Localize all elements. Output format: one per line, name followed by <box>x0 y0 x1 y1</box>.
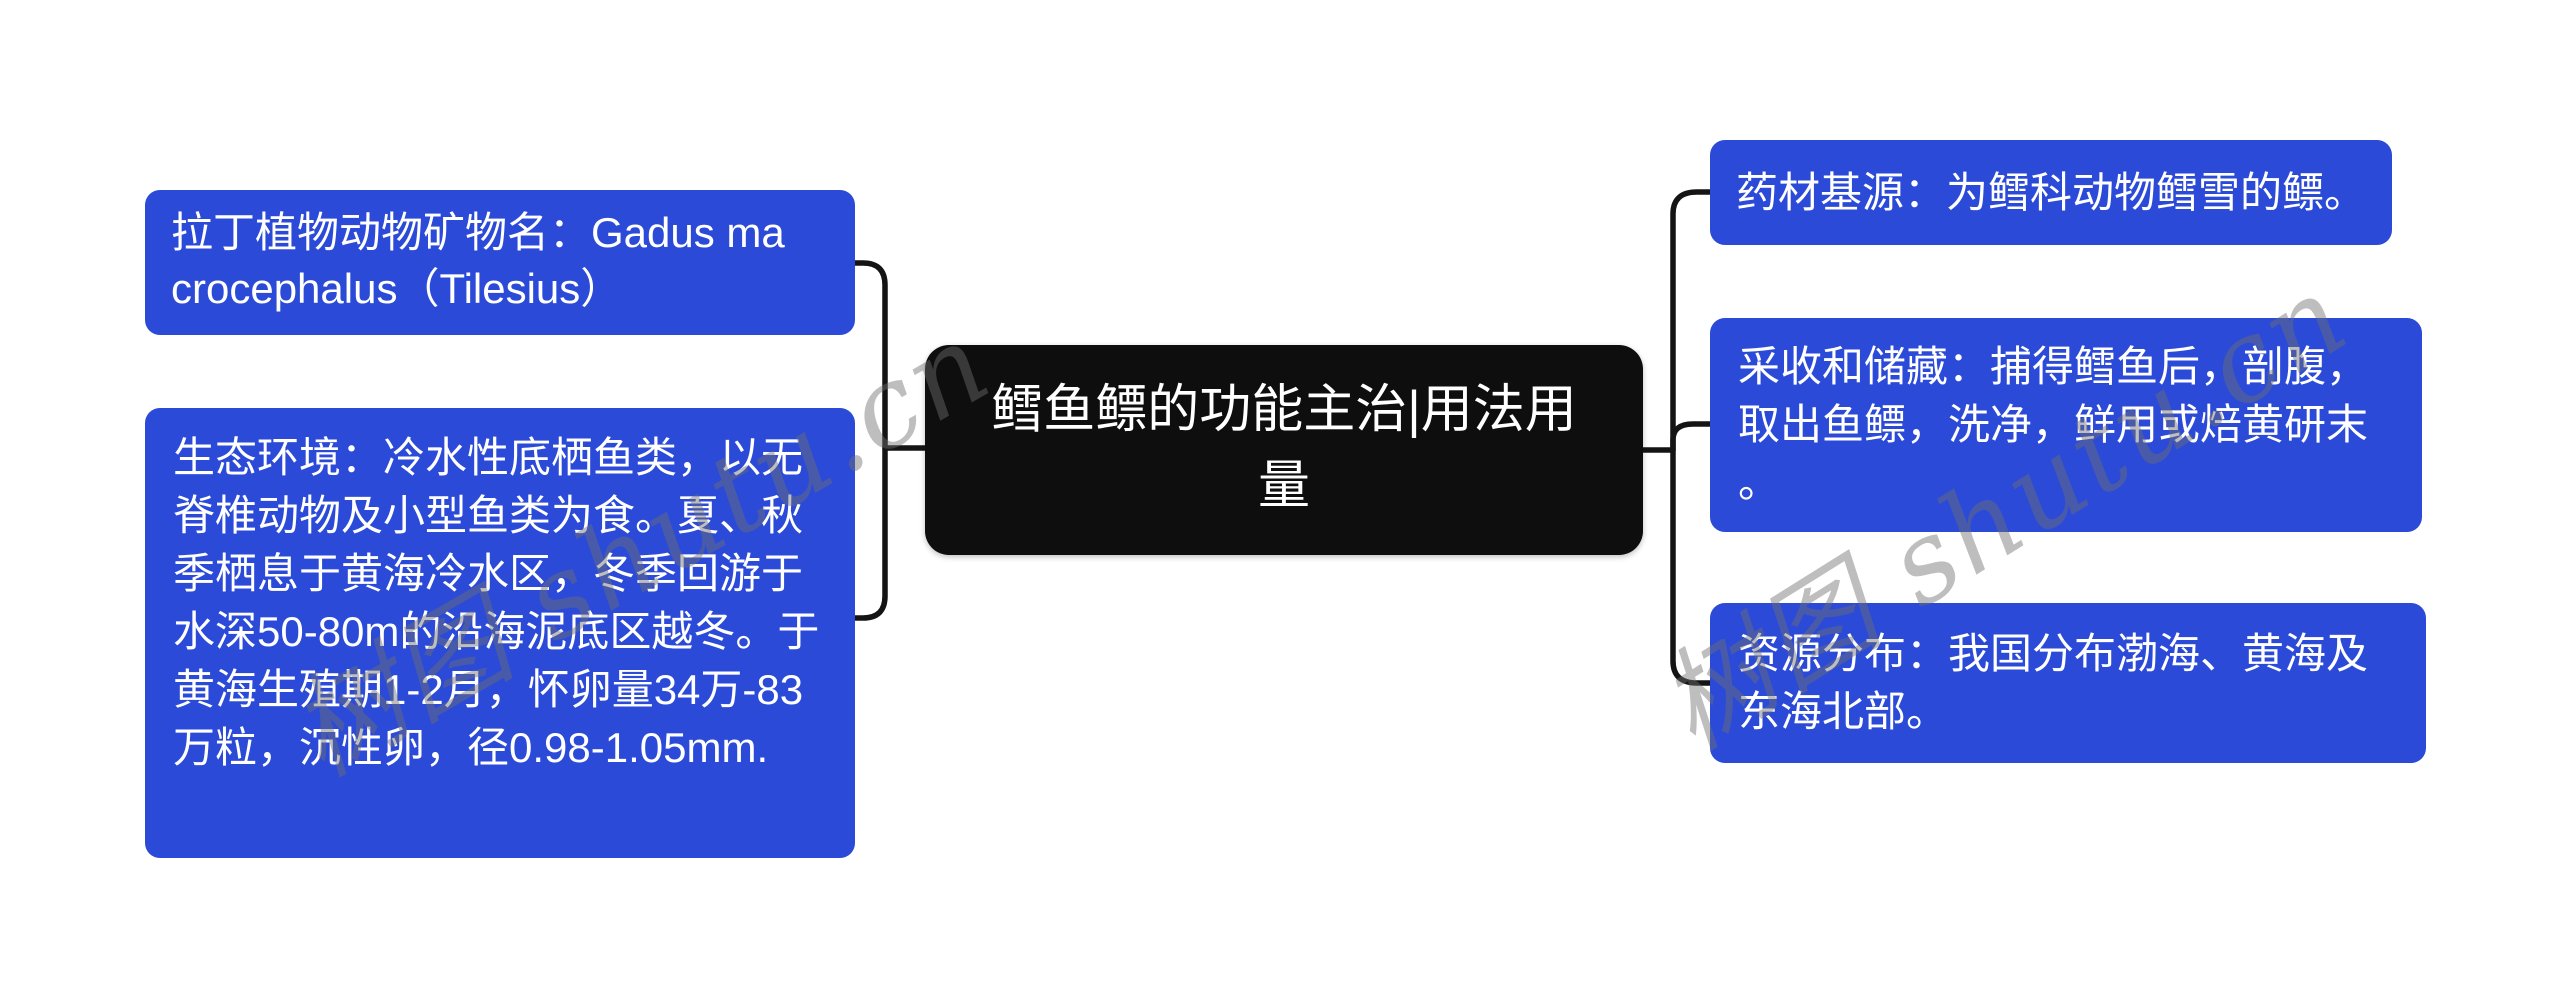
node-medicinal-source[interactable]: 药材基源：为鳕科动物鳕雪的鳔。 <box>1710 140 2392 245</box>
node-resource-distribution-label: 资源分布：我国分布渤海、黄海及东海北部。 <box>1738 630 2369 735</box>
node-medicinal-source-label: 药材基源：为鳕科动物鳕雪的鳔。 <box>1736 169 2367 216</box>
connector-left-bracket <box>852 260 888 621</box>
node-harvest-storage[interactable]: 采收和储藏：捕得鳕鱼后，剖腹，取出鱼鳔，洗净，鲜用或焙黄研末。 <box>1710 318 2422 532</box>
node-ecology-label: 生态环境：冷水性底栖鱼类，以无脊椎动物及小型鱼类为食。夏、秋季栖息于黄海冷水区，… <box>173 434 820 771</box>
root-node-label: 鳕鱼鳔的功能主治|用法用量 <box>991 381 1577 515</box>
node-ecology[interactable]: 生态环境：冷水性底栖鱼类，以无脊椎动物及小型鱼类为食。夏、秋季栖息于黄海冷水区，… <box>145 408 855 858</box>
node-latin-name[interactable]: 拉丁植物动物矿物名：Gadus macrocephalus（Tilesius） <box>145 190 855 335</box>
node-latin-name-label: 拉丁植物动物矿物名：Gadus macrocephalus（Tilesius） <box>171 209 785 312</box>
node-harvest-storage-label: 采收和储藏：捕得鳕鱼后，剖腹，取出鱼鳔，洗净，鲜用或焙黄研末。 <box>1738 343 2369 506</box>
root-node[interactable]: 鳕鱼鳔的功能主治|用法用量 <box>925 345 1643 555</box>
node-resource-distribution[interactable]: 资源分布：我国分布渤海、黄海及东海北部。 <box>1710 603 2426 763</box>
connector-right-bracket <box>1670 189 1713 686</box>
connector-right-middle-branch <box>1670 421 1713 453</box>
